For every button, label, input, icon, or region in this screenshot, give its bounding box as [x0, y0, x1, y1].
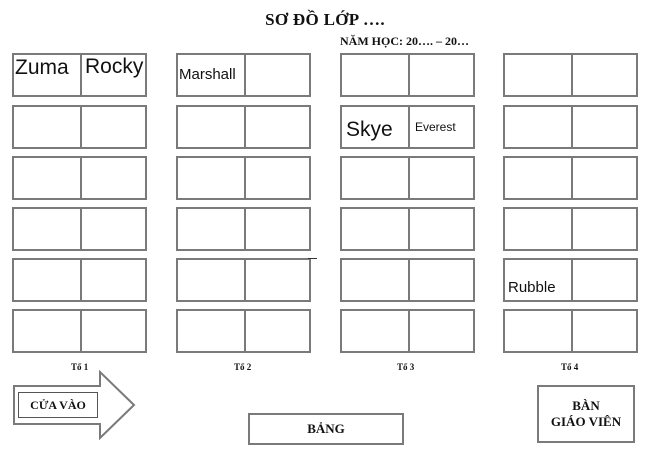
board-label: BẢNG [307, 421, 345, 436]
desk-divider [408, 260, 410, 300]
desk: Marshall [176, 53, 311, 97]
desk [503, 105, 638, 149]
desk [176, 258, 311, 302]
desk-divider [571, 311, 573, 351]
desk [12, 156, 147, 200]
desk [340, 156, 475, 200]
group-label-1: Tổ 1 [71, 362, 89, 372]
desk-divider [244, 158, 246, 198]
desk-divider [408, 209, 410, 249]
desk [340, 53, 475, 97]
student-name: Rubble [508, 279, 556, 296]
group-label-2: Tổ 2 [234, 362, 252, 372]
school-year: NĂM HỌC: 20…. – 20… [340, 34, 469, 48]
desk-divider [244, 55, 246, 95]
desk-divider [244, 311, 246, 351]
desk [176, 105, 311, 149]
desk: Zuma Rocky [12, 53, 147, 97]
desk [12, 105, 147, 149]
desk-divider [408, 158, 410, 198]
desk [12, 207, 147, 251]
desk [12, 258, 147, 302]
student-name: Marshall [179, 66, 236, 83]
page-title: SƠ ĐỒ LỚP …. [265, 10, 385, 29]
desk [340, 258, 475, 302]
desk [12, 309, 147, 353]
desk-divider [571, 55, 573, 95]
desk: Skye Everest [340, 105, 475, 149]
desk-divider [244, 260, 246, 300]
desk [176, 207, 311, 251]
teacher-desk-line2: GIÁO VIÊN [550, 414, 622, 429]
board: BẢNG [248, 413, 404, 445]
desk-divider [571, 260, 573, 300]
desk-divider [80, 158, 82, 198]
teacher-desk-line1: BÀN [572, 398, 600, 413]
desk-divider [408, 55, 410, 95]
desk-divider [571, 209, 573, 249]
group-label-3: Tổ 3 [397, 362, 415, 372]
stray-mark [308, 258, 317, 259]
group-label-4: Tổ 4 [561, 362, 579, 372]
student-name: Zuma [15, 56, 69, 79]
teacher-desk: BÀN GIÁO VIÊN [537, 385, 635, 443]
desk-divider [80, 55, 82, 95]
desk [503, 207, 638, 251]
student-name: Everest [415, 120, 456, 134]
desk [176, 156, 311, 200]
desk: Rubble [503, 258, 638, 302]
desk [503, 53, 638, 97]
desk-divider [80, 311, 82, 351]
desk-divider [244, 107, 246, 147]
desk-divider [80, 260, 82, 300]
desk-divider [80, 107, 82, 147]
desk [340, 207, 475, 251]
desk [340, 309, 475, 353]
desk-divider [244, 209, 246, 249]
entrance-label: CỬA VÀO [18, 392, 98, 418]
desk [503, 309, 638, 353]
desk-divider [80, 209, 82, 249]
desk-divider [571, 158, 573, 198]
desk-divider [571, 107, 573, 147]
student-name: Rocky [85, 55, 144, 78]
desk [176, 309, 311, 353]
desk-divider [408, 311, 410, 351]
desk [503, 156, 638, 200]
desk-divider [408, 107, 410, 147]
student-name: Skye [346, 118, 393, 141]
